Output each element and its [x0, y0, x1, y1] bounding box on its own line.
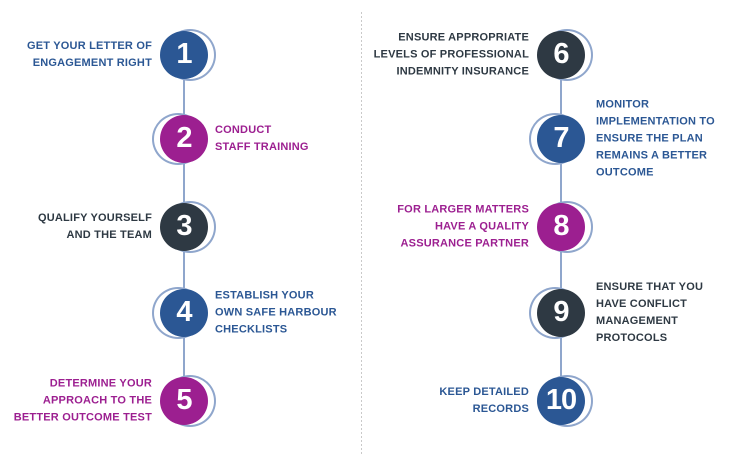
step-circle-6: 6 [537, 31, 585, 79]
step-arc-icon [529, 287, 581, 339]
step-label-line: BETTER OUTCOME TEST [13, 411, 152, 424]
step-circle-10: 10 [537, 377, 585, 425]
step-circle-4: 4 [160, 289, 208, 337]
column-divider [361, 12, 362, 456]
step-arc-icon [541, 201, 593, 253]
step-arc-icon [152, 113, 204, 165]
step-circle-3: 3 [160, 203, 208, 251]
step-label-line: LEVELS OF PROFESSIONAL [373, 48, 529, 61]
step-number: 2 [176, 121, 192, 154]
step-label-line: DETERMINE YOUR [49, 377, 152, 390]
step-arc-icon [529, 113, 581, 165]
connector-line [560, 227, 562, 313]
step-arc-icon [152, 287, 204, 339]
step-label-8: FOR LARGER MATTERS HAVE A QUALITY ASSURANC… [397, 202, 529, 253]
step-label-line: MANAGEMENT [596, 315, 679, 327]
step-label-3: QUALIFY YOURSELF AND THE TEAM [38, 210, 152, 244]
step-label-line: GET YOUR LETTER OF [26, 40, 152, 52]
step-label-line: OWN SAFE HARBOUR [215, 306, 337, 319]
step-number: 10 [545, 383, 577, 416]
step-label-line: IMPLEMENTATION TO [596, 115, 715, 128]
step-label-line: KEEP DETAILED [439, 386, 529, 398]
step-label-6: ENSURE APPROPRIATE LEVELS OF PROFESSIONAL… [374, 30, 529, 81]
step-label-line: QUALIFY YOURSELF [37, 212, 152, 224]
step-arc-icon [541, 29, 593, 81]
step-label-5: DETERMINE YOUR APPROACH TO THE BETTER OUTC… [14, 376, 152, 427]
connector-line [183, 55, 185, 139]
step-label-line: ASSURANCE PARTNER [400, 237, 529, 250]
step-label-4: ESTABLISH YOUR OWN SAFE HARBOUR CHECKLISTS [215, 288, 337, 339]
step-arc-icon [164, 201, 216, 253]
step-label-line: ENGAGEMENT RIGHT [32, 57, 152, 69]
step-label-line: AND THE TEAM [66, 229, 152, 241]
step-circle-7: 7 [537, 115, 585, 163]
step-label-line: INDEMNITY INSURANCE [396, 65, 529, 78]
connector-line [560, 55, 562, 139]
step-label-line: CHECKLISTS [215, 323, 288, 336]
step-circle-8: 8 [537, 203, 585, 251]
step-number: 1 [176, 37, 192, 70]
step-number: 9 [553, 295, 569, 328]
step-arc-icon [164, 375, 216, 427]
step-label-line: ENSURE THE PLAN [596, 132, 703, 145]
connector-line [560, 139, 562, 227]
step-label-line: RECORDS [472, 403, 529, 415]
step-label-9: ENSURE THAT YOU HAVE CONFLICT MANAGEMENT PR… [596, 279, 703, 347]
connector-line [183, 139, 185, 227]
step-arc-icon [164, 29, 216, 81]
step-label-line: OUTCOME [596, 166, 654, 179]
step-number: 6 [553, 37, 569, 70]
step-number: 4 [176, 295, 192, 328]
step-circle-5: 5 [160, 377, 208, 425]
step-circle-2: 2 [160, 115, 208, 163]
step-label-1: GET YOUR LETTER OF ENGAGEMENT RIGHT [27, 38, 152, 72]
step-number: 7 [553, 121, 569, 154]
connector-line [560, 313, 562, 401]
step-label-2: CONDUCT STAFF TRAINING [215, 122, 309, 156]
connector-line [183, 227, 185, 313]
step-label-line: ESTABLISH YOUR [215, 289, 314, 302]
step-label-line: ENSURE THAT YOU [596, 281, 704, 293]
step-label-10: KEEP DETAILED RECORDS [439, 384, 529, 418]
step-arc-icon [541, 375, 593, 427]
step-label-line: PROTOCOLS [596, 332, 668, 344]
step-circle-9: 9 [537, 289, 585, 337]
step-label-line: HAVE A QUALITY [434, 220, 529, 233]
step-label-line: CONDUCT [215, 124, 272, 136]
step-label-line: ENSURE APPROPRIATE [398, 31, 529, 44]
step-label-7: MONITOR IMPLEMENTATION TO ENSURE THE PLAN R… [596, 97, 715, 182]
step-label-line: MONITOR [596, 98, 650, 111]
step-label-line: STAFF TRAINING [215, 141, 309, 153]
step-label-line: HAVE CONFLICT [596, 298, 688, 310]
step-label-line: FOR LARGER MATTERS [397, 203, 529, 216]
connector-line [183, 313, 185, 401]
step-label-line: REMAINS A BETTER [596, 149, 708, 162]
step-number: 3 [176, 209, 192, 242]
step-number: 8 [553, 209, 569, 242]
step-number: 5 [176, 383, 192, 416]
step-circle-1: 1 [160, 31, 208, 79]
step-label-line: APPROACH TO THE [42, 394, 152, 407]
